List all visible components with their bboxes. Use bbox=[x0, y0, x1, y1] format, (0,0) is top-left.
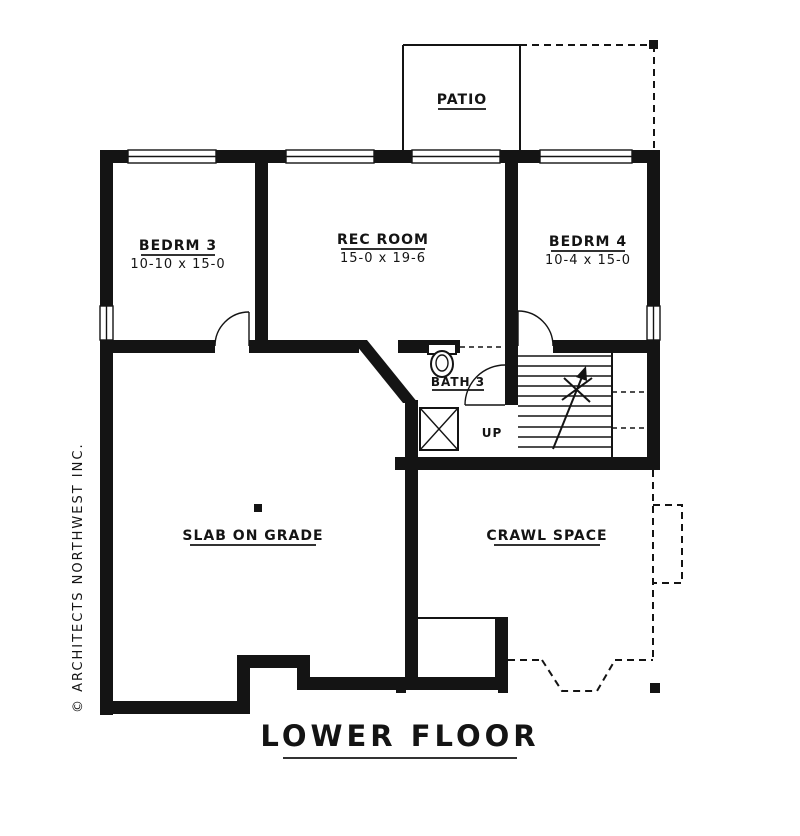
right-bump-dashed bbox=[653, 504, 683, 584]
wall-left bbox=[100, 150, 113, 715]
foundation-dashed bbox=[254, 470, 683, 693]
toilet-bowl-inner bbox=[435, 354, 449, 372]
foundation-post-1 bbox=[396, 683, 406, 693]
bedrm4-dims: 10-4 x 15-0 bbox=[545, 253, 631, 268]
wall-top bbox=[100, 150, 660, 163]
wall-mid-seg4 bbox=[553, 340, 647, 353]
copyright-text: © ARCHITECTS NORTHWEST INC. bbox=[71, 442, 86, 713]
stair-arrow-shaft bbox=[552, 371, 585, 450]
bedrm3-label: BEDRM 3 bbox=[139, 238, 217, 254]
wall-step-horizontal bbox=[237, 655, 310, 668]
stair-break-line2 bbox=[563, 377, 591, 403]
wall-diagonal bbox=[352, 340, 418, 403]
foundation-post-2 bbox=[498, 683, 508, 693]
labels: PATIO BEDRM 3 10-10 x 15-0 REC ROOM 15-0… bbox=[71, 92, 631, 759]
crawl-space-label: CRAWL SPACE bbox=[486, 528, 607, 544]
windows bbox=[99, 149, 661, 341]
doors bbox=[214, 310, 554, 406]
wall-stoop-right bbox=[495, 618, 508, 690]
patio-label: PATIO bbox=[437, 92, 487, 108]
page-title: LOWER FLOOR bbox=[260, 719, 539, 753]
bedrm3-dims: 10-10 x 15-0 bbox=[130, 257, 225, 272]
door-arc-bedrm3 bbox=[214, 311, 250, 347]
foundation-post-3 bbox=[650, 683, 660, 693]
patio-post bbox=[649, 40, 658, 49]
slab-label: SLAB ON GRADE bbox=[182, 528, 323, 544]
wall-stair-left bbox=[505, 340, 518, 405]
wall-rec-bedrm4 bbox=[505, 150, 518, 353]
rec-room-dims: 15-0 x 19-6 bbox=[340, 251, 426, 266]
wall-stoop-left bbox=[405, 618, 418, 690]
wall-mid-seg2 bbox=[249, 340, 359, 353]
wall-bedrm3-rec bbox=[255, 150, 268, 353]
wall-mid-seg1 bbox=[100, 340, 215, 353]
stairs bbox=[518, 353, 647, 457]
wall-bath-left bbox=[405, 400, 418, 470]
bedrm4-label: BEDRM 4 bbox=[549, 234, 627, 250]
wall-bottom-left bbox=[100, 701, 250, 714]
bath-fixtures bbox=[419, 343, 459, 451]
stair-arrow-head bbox=[576, 366, 587, 381]
bath3-label: BATH 3 bbox=[431, 375, 485, 389]
up-label: UP bbox=[482, 426, 503, 440]
door-arc-stair bbox=[464, 364, 506, 406]
wall-step-vertical1 bbox=[237, 655, 250, 714]
shower-x-line2 bbox=[419, 407, 459, 451]
rec-room-label: REC ROOM bbox=[337, 232, 429, 248]
wall-slab-crawl-divider bbox=[405, 470, 418, 620]
wall-stair-bottom bbox=[395, 457, 660, 470]
toilet-bowl bbox=[430, 350, 454, 378]
door-arc-bedrm4 bbox=[517, 310, 554, 347]
bay-window-dashed bbox=[541, 659, 616, 692]
patio-outline bbox=[402, 40, 658, 150]
slab-column-post bbox=[254, 504, 262, 512]
